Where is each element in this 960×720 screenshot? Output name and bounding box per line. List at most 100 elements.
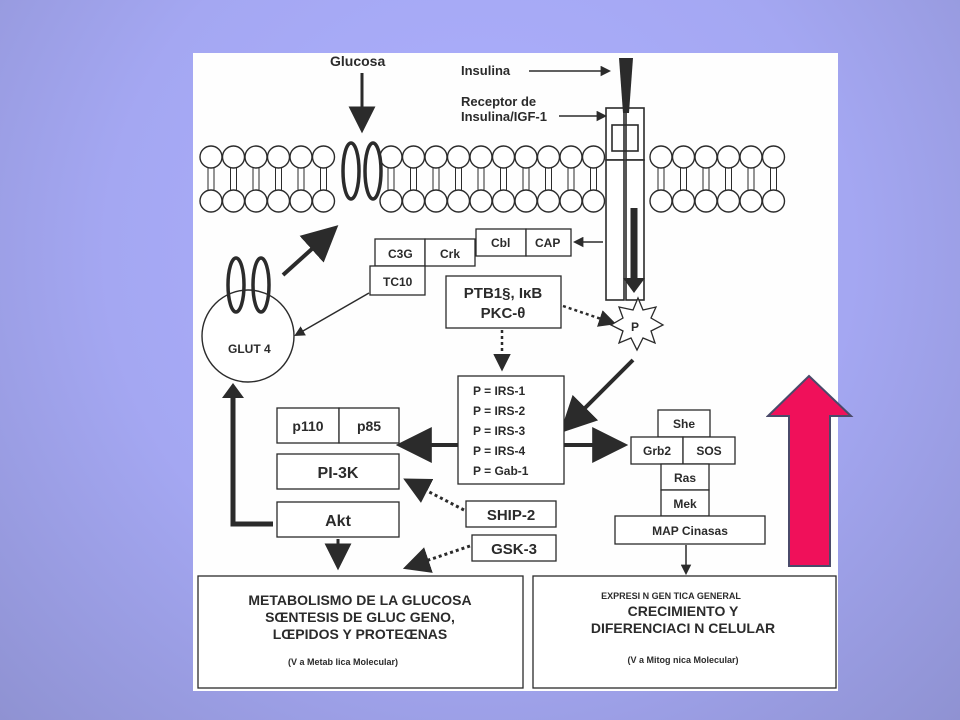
lipid-head [199,189,223,213]
lipid-head [716,189,741,213]
lipid-head [581,189,606,213]
lipid-head [761,145,786,169]
translocation-arrow [281,225,339,277]
ptb-label: PTB1§, IκB [464,285,543,302]
pi3k-label: PI-3K [318,465,359,482]
c3g-crk-tc10-group [369,238,476,296]
lipid-head [221,189,246,213]
lipid-head [379,189,403,213]
lipid-head [266,145,291,169]
metab-line-3: LŒPIDOS Y PROTEŒNAS [273,626,448,642]
lipid-head [671,189,696,213]
lipid-head [311,145,336,169]
lipid-head [671,145,696,169]
lipid-head [491,189,516,213]
crk-label: Crk [440,247,460,261]
metab-footer: (V a Metab lica Molecular) [288,657,398,667]
gsk3-label: GSK-3 [491,541,537,558]
grb2-label: Grb2 [643,444,671,458]
lipid-head [536,189,561,213]
lipid-head [289,189,313,213]
glut-transporter-membrane [341,141,383,201]
pi3k-box [276,453,400,490]
ship2-label: SHIP-2 [487,507,535,524]
crec-line-2: DIFERENCIACI N CELULAR [591,620,775,636]
lipid-head [716,145,741,169]
lipid-head [739,145,763,169]
p110-p85-group [276,407,400,444]
irs-item: P = IRS-2 [473,404,525,418]
lipid-head [221,145,246,169]
lipid-head [424,145,448,169]
metab-line-2: SŒNTESIS DE GLUC GENO, [265,609,455,625]
glut4-vesicle [201,289,295,383]
p85-label: p85 [357,418,381,434]
glut4-label: GLUT 4 [228,342,271,356]
up-arrow [766,374,854,567]
insulin-ligand [619,58,633,113]
ship2-box [465,500,557,528]
c3g-label: C3G [388,247,413,261]
crec-footer: (V a Mitog nica Molecular) [627,655,738,665]
gsk3-box [471,534,557,562]
lipid-head [649,145,673,169]
growth-box [532,575,837,689]
metabolism-box [197,575,524,689]
lipid-head [559,145,583,169]
lipid-head [694,189,718,213]
lipid-head [266,189,291,213]
crec-line-1: CRECIMIENTO Y [628,603,739,619]
metab-line-1: METABOLISMO DE LA GLUCOSA [248,592,471,608]
lipid-head [199,145,223,169]
akt-label: Akt [325,513,351,530]
irs-item: P = IRS-1 [473,384,525,398]
irs-item: P = IRS-3 [473,424,525,438]
lipid-head [649,189,673,213]
lipid-head [469,189,493,213]
akt-to-glut4-arrow [230,393,273,527]
cell-membrane [199,145,786,213]
lipid-head [424,189,448,213]
glut4-transporter [226,256,271,314]
lipid-head [311,189,336,213]
map-pathway-group [614,409,766,545]
lipid-head [536,145,561,169]
lipid-head [491,145,516,169]
crec-header: EXPRESI N GEN TICA GENERAL [601,591,741,601]
receptor-label-1: Receptor de [461,94,536,109]
lipid-head [244,145,268,169]
lipid-head [694,145,718,169]
glucosa-label: Glucosa [330,53,385,69]
she-label: She [673,417,695,431]
irs-box [457,375,565,485]
lipid-head [514,189,538,213]
phosphate-burst [609,296,665,352]
lipid-head [581,145,606,169]
cap-label: CAP [535,236,560,250]
lipid-head [559,189,583,213]
lipid-head [739,189,763,213]
sos-label: SOS [696,444,721,458]
lipid-head [379,145,403,169]
mek-label: Mek [673,497,697,511]
lipid-head [401,189,426,213]
lipid-head [446,145,471,169]
lipid-head [469,145,493,169]
ras-label: Ras [674,471,696,485]
cbl-cap-group [475,228,572,257]
insulin-receptor [605,107,645,301]
akt-box [276,501,400,538]
diagram-panel: Glucosa Insulina Receptor de Insulina/IG… [193,53,838,691]
lipid-head [761,189,786,213]
irs-item: P = IRS-4 [473,444,525,458]
lipid-head [289,145,313,169]
lipid-head [514,145,538,169]
pkc-label: PKC-θ [481,305,526,322]
receptor-label-2: Insulina/IGF-1 [461,109,547,124]
ptb-pkc-box [445,275,562,329]
tc10-label: TC10 [383,275,413,289]
irs-item: P = Gab-1 [473,464,529,478]
cbl-label: Cbl [491,236,510,250]
lipid-head [401,145,426,169]
